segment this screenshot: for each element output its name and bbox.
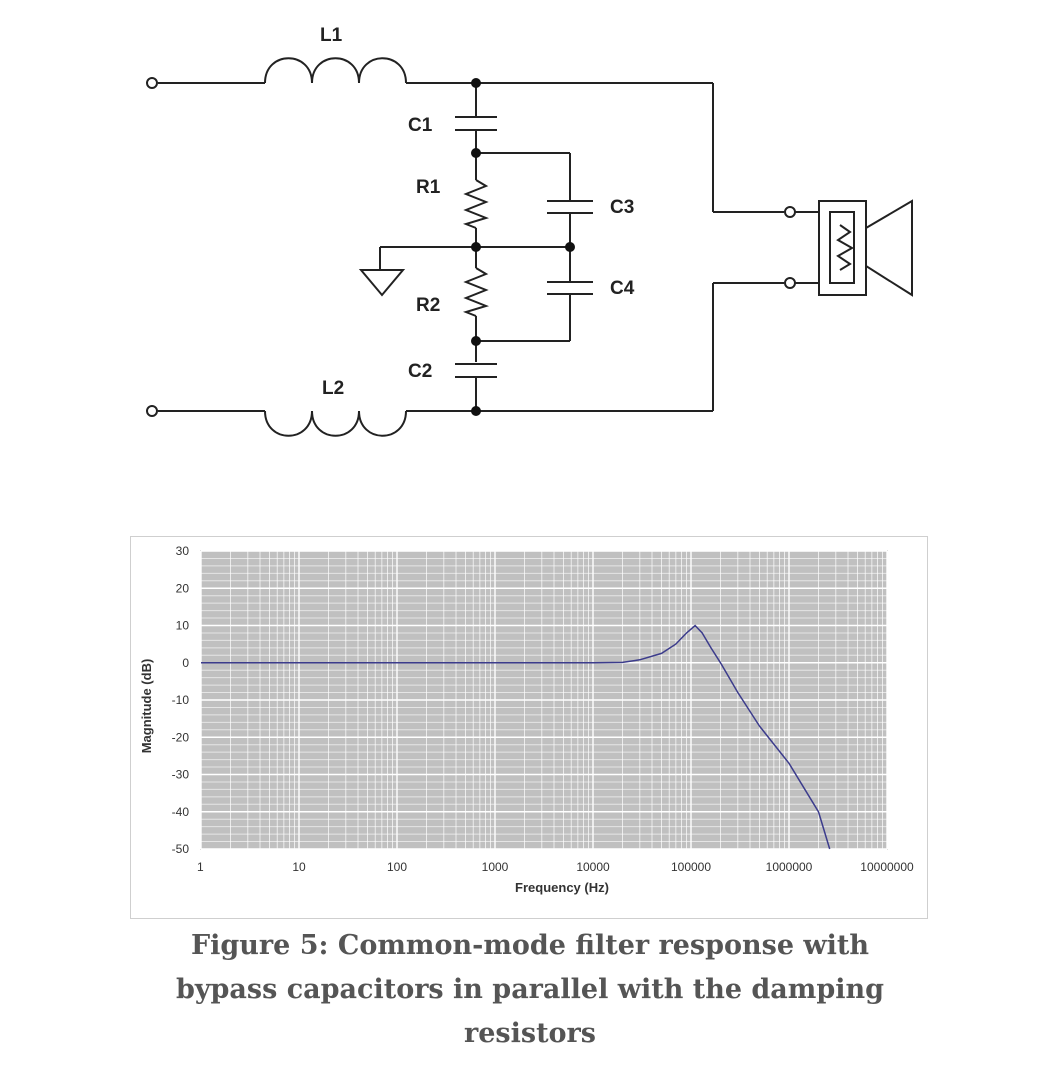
x-tick-label: 1000	[482, 860, 509, 874]
bypass-branch-wire	[476, 152, 571, 342]
input-terminal-top	[146, 77, 158, 89]
x-tick-labels: 1 10 100 1000 10000 100000 1000000 10000000	[197, 860, 914, 874]
y-tick-label: 30	[176, 544, 190, 558]
capacitor-c3	[547, 200, 593, 214]
label-c2: C2	[408, 361, 432, 382]
label-r1: R1	[416, 177, 441, 198]
y-axis-label: Magnitude (dB)	[139, 659, 154, 754]
label-l1: L1	[320, 25, 343, 46]
major-gridlines	[200, 550, 888, 850]
input-terminal-bottom	[146, 405, 158, 417]
x-tick-label: 1	[197, 860, 204, 874]
resistor-r2	[462, 267, 490, 317]
y-tick-label: 0	[182, 656, 189, 670]
y-tick-label: 20	[176, 581, 190, 595]
x-tick-label: 100	[387, 860, 407, 874]
caption-line-1: Figure 5: Common-mode filter response wi…	[190, 930, 870, 961]
filter-schematic: L1 L2 C1 C2 C3 C4 R1 R2	[146, 25, 913, 437]
label-l2: L2	[322, 378, 344, 399]
label-c1: C1	[408, 115, 433, 136]
resistor-r1	[462, 179, 490, 229]
label-c3: C3	[610, 197, 634, 218]
label-c4: C4	[610, 278, 635, 299]
caption-line-2: bypass capacitors in parallel with the d…	[175, 974, 885, 1005]
speaker-icon	[784, 199, 913, 297]
x-tick-label: 10000000	[860, 860, 914, 874]
series-line-magnitude	[201, 624, 831, 850]
y-tick-label: -50	[172, 842, 190, 856]
junction-dots	[471, 78, 575, 416]
x-tick-label: 10000	[576, 860, 610, 874]
y-tick-label: -30	[172, 768, 190, 782]
y-tick-label: 10	[176, 619, 190, 633]
inductor-l1	[264, 57, 407, 84]
x-tick-label: 10	[292, 860, 306, 874]
bottom-rail-wire	[158, 282, 784, 412]
y-tick-label: -40	[172, 805, 190, 819]
x-tick-label: 100000	[671, 860, 711, 874]
x-axis-label: Frequency (Hz)	[515, 880, 609, 895]
y-tick-label: -10	[172, 693, 190, 707]
capacitor-c1	[455, 116, 497, 131]
ground-symbol	[358, 246, 476, 297]
x-tick-label: 1000000	[766, 860, 813, 874]
y-tick-labels: 30 20 10 0 -10 -20 -30 -40 -50	[172, 544, 190, 856]
top-rail-wire	[158, 82, 784, 213]
capacitor-c4	[547, 281, 593, 295]
inductor-l2	[264, 410, 407, 437]
label-r2: R2	[416, 295, 440, 316]
capacitor-c2	[455, 363, 497, 378]
y-tick-label: -20	[172, 730, 190, 744]
figure-caption: Figure 5: Common-mode filter response wi…	[150, 924, 910, 1056]
caption-line-3: resistors	[464, 1018, 596, 1049]
